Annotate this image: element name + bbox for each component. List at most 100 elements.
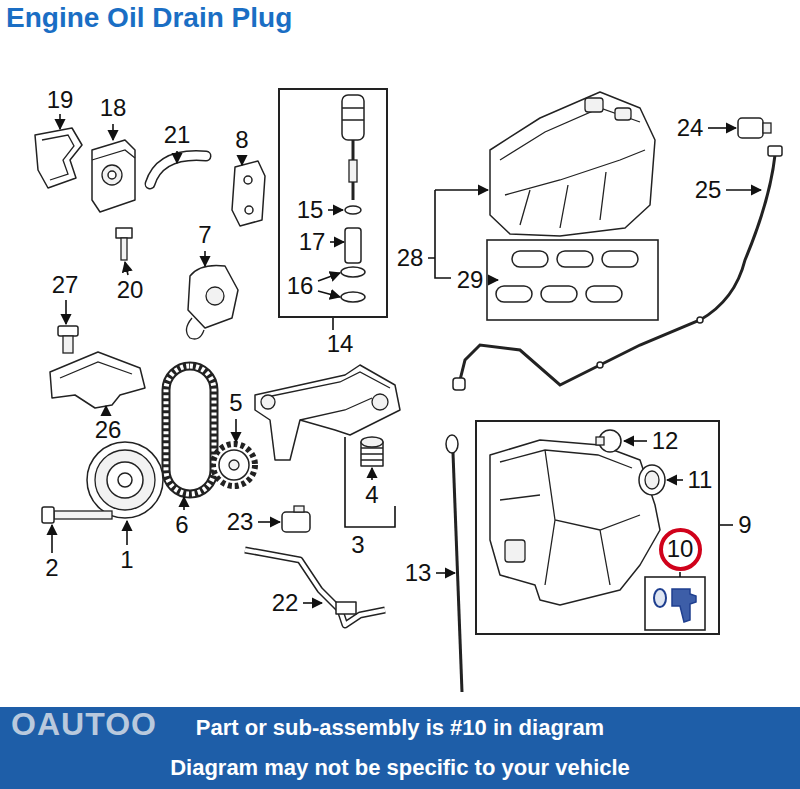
label-anchor: 25 [695,178,722,202]
leader-line [720,524,733,526]
washer-part [345,206,361,214]
sensor-part [596,437,604,445]
label-anchor: 7 [198,223,211,247]
pump-detail [108,171,116,179]
harness-plug [768,146,782,156]
label-anchor: 17 [299,230,326,254]
bolt-head [42,507,54,523]
oring-part [341,267,365,277]
leader-line [679,572,681,577]
label-anchor: 14 [327,332,354,356]
filter-part [342,95,364,140]
cover-part [188,265,238,328]
leader-line [126,521,128,545]
filter-stem [349,160,357,182]
callout-number: 20 [117,276,144,303]
group-bracket [345,437,395,527]
leader-line [667,479,683,481]
manifold-detail [615,108,631,120]
callout-number: 27 [52,271,79,298]
gasket-ring [496,286,532,302]
pulley-center [118,473,132,487]
label-anchor: 8 [235,128,248,152]
oring-part [341,292,365,302]
hose-part [150,156,206,184]
gasket-ring [512,251,548,267]
harness-wire [460,155,775,385]
leader-line [204,251,206,266]
banner-text: Diagram may not be specific to your vehi… [0,748,800,788]
sensor-plug [763,123,771,133]
bracket-hole [245,206,253,214]
callout-number: 28 [397,244,424,271]
callout-number: 26 [95,416,122,443]
callout-number: 19 [47,86,74,113]
leader-line [51,525,53,553]
label-anchor: 6 [175,513,188,537]
gasket-ring [557,251,593,267]
label-anchor: 11 [688,468,713,492]
label-anchor: 9 [738,513,751,537]
callout-number: 13 [405,559,432,586]
label-anchor: 1 [120,548,133,572]
plug-part [645,471,659,489]
part-box [645,577,705,630]
callout-number: 29 [457,266,484,293]
label-anchor: 21 [164,123,191,147]
callout-number: 23 [227,508,254,535]
leader-line [435,189,488,191]
group-box: 121110 [475,420,720,635]
gasket-part [35,128,82,188]
group-box [487,240,658,320]
gasket-ring [586,286,622,302]
oil-pan-detail [505,540,525,562]
bracket-part [50,352,145,408]
label-anchor: 26 [95,418,122,442]
sleeve-part [345,228,361,263]
oil-pump-detail [261,395,275,409]
leader-line [59,114,61,129]
leader-line [488,279,498,281]
label-anchor: 23 [227,510,254,534]
cover-detail [206,287,224,305]
callout-number: 18 [100,94,127,121]
drain-plug-washer [654,589,666,607]
bracket-detail [60,362,132,378]
manifold-part [490,92,655,236]
leader-line [241,156,243,165]
label-anchor: 28 [397,246,424,270]
leader-line [235,419,237,442]
leader-line [332,318,334,330]
page-title: Engine Oil Drain Plug [6,3,292,34]
leader-line [176,151,178,163]
leader-line [330,241,344,243]
callout-number: 4 [365,481,378,508]
leader-line [708,127,736,129]
callout-number: 3 [351,531,364,558]
sensor-tip [294,506,304,512]
leader-line [328,209,343,211]
leader-line [303,602,322,604]
label-anchor: 3 [351,533,364,557]
leader-line [258,521,280,523]
harness-clip [597,362,603,368]
cover-cable [186,318,204,339]
group-bracket [428,190,451,278]
leader-line [624,440,647,442]
leader-line [318,273,340,281]
group-box: 151716 [278,88,388,318]
sprocket-part [219,450,249,480]
label-anchor: 18 [100,96,127,120]
bracket-part [232,161,265,226]
oil-pump-detail [372,394,388,410]
callout-number: 5 [229,389,242,416]
callout-number: 14 [327,330,354,357]
pump-detail [102,165,122,185]
gasket-ring [541,286,577,302]
callout-number: 11 [688,466,713,493]
sensor-part [738,118,763,138]
filter-detail [342,108,364,120]
leader-line [112,124,114,140]
label-anchor: 20 [117,278,144,302]
